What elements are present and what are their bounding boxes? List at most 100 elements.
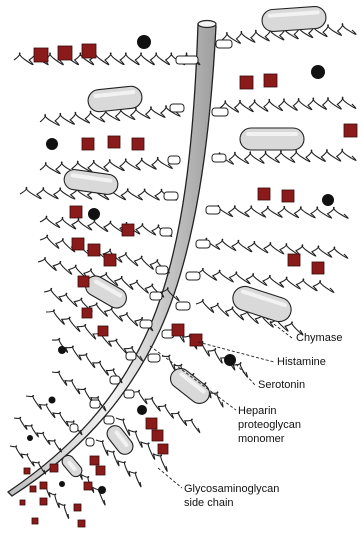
serotonin-molecule bbox=[58, 346, 66, 354]
histamine-molecule bbox=[70, 206, 82, 218]
label-heparin-line1: Heparin bbox=[238, 405, 277, 417]
glycosaminoglycan-chain bbox=[40, 216, 172, 236]
histamine-molecule bbox=[40, 482, 47, 489]
glycosaminoglycan-chain bbox=[214, 149, 356, 164]
serotonin-molecule bbox=[224, 354, 236, 366]
chymase-molecule bbox=[167, 365, 214, 408]
histamine-molecule bbox=[84, 482, 92, 490]
label-serotonin: Serotonin bbox=[258, 379, 305, 391]
label-chymase: Chymase bbox=[296, 332, 342, 344]
serotonin-molecule bbox=[311, 65, 325, 79]
label-glycosaminoglycan-line1: Glycosaminoglycan bbox=[184, 483, 279, 495]
histamine-molecule bbox=[146, 418, 157, 429]
chain-linker bbox=[212, 154, 226, 162]
serotonin-molecule bbox=[137, 405, 147, 415]
chain-linker bbox=[86, 438, 94, 446]
chymase-molecule bbox=[87, 85, 143, 113]
glycosaminoglycan-leader bbox=[158, 468, 182, 488]
label-heparin-line2: proteoglycan bbox=[238, 419, 301, 431]
chain-linker bbox=[124, 390, 134, 398]
histamine-molecule bbox=[288, 254, 300, 266]
chymase-molecule bbox=[261, 6, 326, 32]
chain-linker bbox=[148, 354, 160, 362]
chain-linker bbox=[176, 56, 198, 64]
histamine-molecule bbox=[264, 74, 277, 87]
chain-linker bbox=[160, 228, 172, 236]
chain-linker bbox=[104, 416, 114, 424]
histamine-molecule bbox=[24, 468, 30, 474]
histamine-molecule bbox=[30, 486, 36, 492]
histamine-molecule bbox=[312, 262, 324, 274]
glycosaminoglycan-chains bbox=[10, 24, 356, 519]
histamine-molecule bbox=[96, 466, 105, 475]
histamine-molecule bbox=[78, 276, 89, 287]
glycosaminoglycan-chain bbox=[40, 157, 172, 173]
histamine-molecule bbox=[82, 138, 94, 150]
histamine-molecule bbox=[122, 224, 134, 236]
serotonin-molecule bbox=[88, 208, 100, 220]
histamine-molecule bbox=[108, 136, 120, 148]
chain-linker bbox=[212, 108, 228, 116]
histamine-molecule bbox=[132, 138, 144, 150]
chain-linker bbox=[176, 302, 190, 310]
glycosaminoglycan-chain bbox=[220, 97, 356, 112]
histamine-molecule bbox=[158, 444, 168, 454]
histamine-molecule bbox=[40, 498, 47, 505]
label-histamine: Histamine bbox=[277, 356, 326, 368]
chain-linker bbox=[110, 376, 120, 384]
chain-linker bbox=[90, 400, 100, 408]
histamine-molecule bbox=[258, 188, 270, 200]
histamine-molecule bbox=[50, 464, 58, 472]
serotonin-molecule bbox=[137, 35, 151, 49]
chymase-molecule bbox=[63, 168, 119, 195]
chymase-molecule bbox=[104, 422, 136, 457]
histamine-molecule bbox=[240, 76, 253, 89]
histamine-molecule bbox=[88, 244, 100, 256]
glycosaminoglycan-chain bbox=[200, 238, 348, 258]
histamine-molecule bbox=[74, 504, 81, 511]
chymase-molecule bbox=[230, 283, 294, 324]
serotonin-molecule bbox=[46, 138, 58, 150]
histamine-molecule bbox=[72, 238, 84, 250]
serotonin-molecule bbox=[59, 481, 65, 487]
chymase-molecule bbox=[240, 128, 304, 150]
serotonin-molecule bbox=[98, 486, 106, 494]
histamine-molecule bbox=[282, 190, 294, 202]
chain-linker bbox=[170, 104, 184, 112]
label-heparin-line3: monomer bbox=[238, 433, 285, 445]
chain-linker bbox=[150, 292, 162, 300]
histamine-molecule bbox=[82, 308, 92, 318]
chain-linker bbox=[164, 192, 178, 200]
chain-linker bbox=[196, 240, 210, 248]
histamine-molecule bbox=[172, 324, 184, 336]
chain-linker bbox=[70, 424, 78, 432]
label-glycosaminoglycan-line2: side chain bbox=[184, 497, 234, 509]
glycosaminoglycan-chain bbox=[212, 205, 348, 218]
histamine-molecule bbox=[190, 334, 202, 346]
chain-linker bbox=[168, 156, 180, 164]
core-protein-end bbox=[198, 21, 216, 28]
serotonin-molecule bbox=[49, 397, 56, 404]
histamine-molecule bbox=[344, 124, 357, 137]
histamine-molecule bbox=[104, 254, 116, 266]
histamine-molecule bbox=[90, 456, 99, 465]
histamine-molecule bbox=[32, 518, 38, 524]
chain-linker bbox=[186, 272, 200, 280]
histamine-molecule bbox=[82, 44, 96, 58]
histamine-molecule bbox=[98, 326, 108, 336]
histamine-molecule bbox=[20, 500, 25, 505]
chain-linker bbox=[206, 206, 220, 214]
chain-linker bbox=[216, 40, 232, 48]
histamine-molecule bbox=[152, 430, 163, 441]
serotonin-molecule bbox=[322, 194, 334, 206]
histamine-leader bbox=[198, 342, 274, 362]
histamine-molecule bbox=[78, 520, 85, 527]
glycosaminoglycan-chain bbox=[14, 417, 62, 452]
chain-linker bbox=[140, 320, 152, 328]
serotonin-molecule bbox=[27, 435, 33, 441]
chain-linker bbox=[126, 352, 136, 360]
histamine-molecule bbox=[58, 46, 72, 60]
chain-linker bbox=[156, 266, 168, 274]
